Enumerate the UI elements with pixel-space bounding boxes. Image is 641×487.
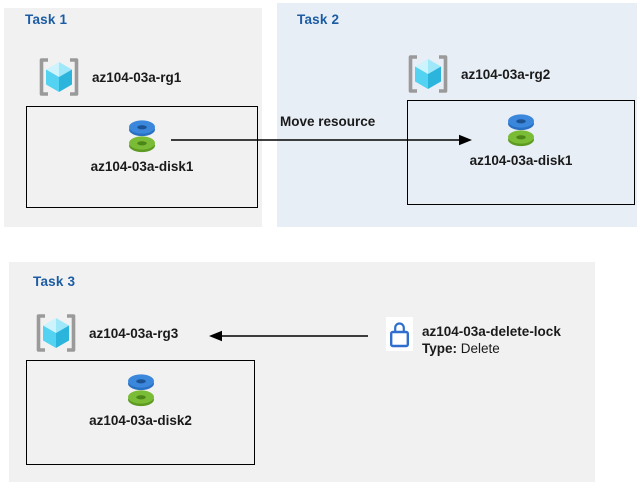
delete-lock-annotation: az104-03a-delete-lock Type: Delete (422, 323, 561, 357)
task1-resource-group: az104-03a-rg1 (36, 56, 181, 98)
task1-disk-label: az104-03a-disk1 (90, 159, 194, 174)
managed-disk-icon (508, 114, 534, 147)
task3-disk-label: az104-03a-disk2 (89, 413, 192, 428)
task3-rg-label: az104-03a-rg3 (89, 325, 179, 341)
move-resource-label: Move resource (280, 114, 376, 129)
task2-title: Task 2 (297, 12, 340, 27)
delete-lock-type-value: Delete (460, 341, 500, 356)
lock-icon (390, 321, 410, 347)
delete-lock-type: Type: Delete (422, 340, 561, 357)
managed-disk-icon (129, 120, 155, 153)
delete-lock-name: az104-03a-delete-lock (422, 324, 561, 339)
resource-group-icon (36, 314, 76, 352)
task1-disk-box: az104-03a-disk1 (26, 106, 258, 208)
task1-title: Task 1 (25, 12, 68, 27)
task2-panel: Task 2 az104-03a-rg2 az104-03a-disk1 (277, 3, 637, 227)
task2-resource-group: az104-03a-rg2 (405, 53, 550, 95)
resource-group-icon (408, 55, 448, 93)
delete-lock (386, 317, 413, 351)
task3-disk-box: az104-03a-disk2 (26, 360, 255, 465)
managed-disk-icon (127, 374, 154, 407)
task3-panel: Task 3 az104-03a-rg3 az104-03a-disk2 (9, 262, 595, 482)
task3-resource-group: az104-03a-rg3 (33, 312, 178, 354)
task1-panel: Task 1 az104-03a-rg1 az104-03a-disk1 (4, 8, 262, 227)
task2-disk-box: az104-03a-disk1 (407, 100, 635, 205)
task3-title: Task 3 (33, 274, 76, 289)
task2-rg-label: az104-03a-rg2 (461, 66, 551, 82)
resource-group-icon (39, 58, 79, 96)
task2-disk-label: az104-03a-disk1 (469, 153, 573, 168)
delete-lock-type-label: Type: (422, 341, 458, 356)
task1-rg-label: az104-03a-rg1 (92, 69, 182, 85)
